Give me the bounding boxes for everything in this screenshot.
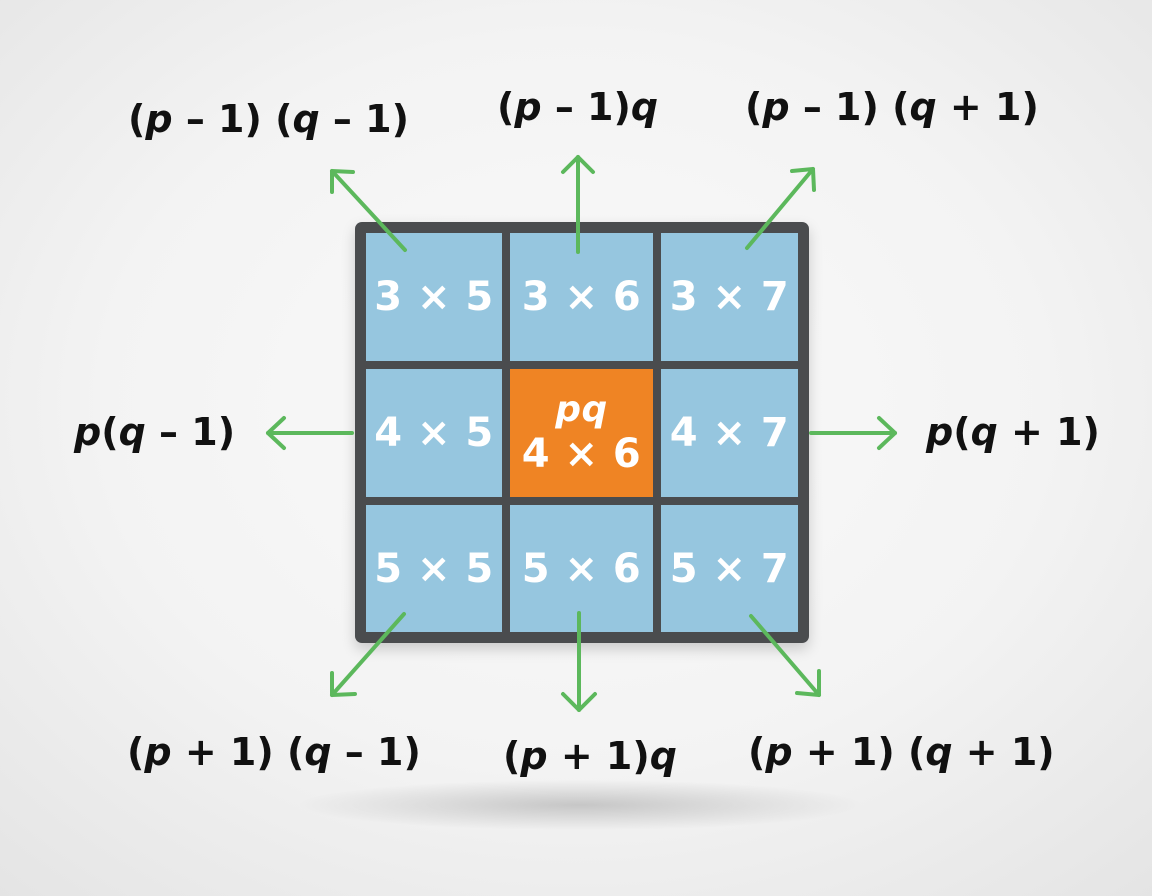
cell-text: 3 × 7 bbox=[669, 274, 790, 320]
grid-cell-r2-c0: 5 × 5 bbox=[366, 505, 502, 632]
label-right: p(q + 1) bbox=[926, 410, 1100, 454]
grid-cell-r1-c2: 4 × 7 bbox=[661, 369, 798, 497]
grid-cell-r1-c0: 4 × 5 bbox=[366, 369, 502, 497]
cell-text: 4 × 5 bbox=[374, 410, 494, 456]
label-left: p(q – 1) bbox=[74, 410, 236, 454]
grid-cell-r2-c2: 5 × 7 bbox=[661, 505, 798, 632]
cell-text: 4 × 7 bbox=[669, 410, 790, 456]
ground-shadow bbox=[300, 780, 860, 830]
arrow-right-icon bbox=[809, 416, 897, 450]
grid-cell-r2-c1: 5 × 6 bbox=[510, 505, 653, 632]
cell-text: 5 × 6 bbox=[521, 545, 642, 592]
grid-cell-r0-c1: 3 × 6 bbox=[510, 233, 653, 361]
cell-text: 5 × 5 bbox=[374, 545, 494, 592]
label-bottom: (p + 1)q bbox=[503, 734, 677, 778]
label-bottom-left: (p + 1) (q – 1) bbox=[127, 730, 421, 774]
multiplication-grid: 3 × 5 3 × 6 3 × 7 4 × 5 pq 4 × 6 4 × 7 5… bbox=[355, 222, 809, 643]
cell-text: 4 × 6 bbox=[521, 430, 642, 477]
arrow-left-icon bbox=[266, 416, 354, 450]
center-variable-label: pq bbox=[555, 389, 608, 431]
grid-cell-center-highlight: pq 4 × 6 bbox=[510, 369, 653, 497]
cell-text: 5 × 7 bbox=[669, 545, 790, 592]
grid-cell-r0-c2: 3 × 7 bbox=[661, 233, 798, 361]
label-top: (p – 1)q bbox=[497, 85, 659, 129]
cell-text: 3 × 6 bbox=[521, 274, 642, 320]
grid-cell-r0-c0: 3 × 5 bbox=[366, 233, 502, 361]
cell-text: 3 × 5 bbox=[374, 274, 494, 320]
label-top-left: (p – 1) (q – 1) bbox=[128, 97, 409, 141]
label-top-right: (p – 1) (q + 1) bbox=[745, 85, 1039, 129]
label-bottom-right: (p + 1) (q + 1) bbox=[748, 730, 1055, 774]
